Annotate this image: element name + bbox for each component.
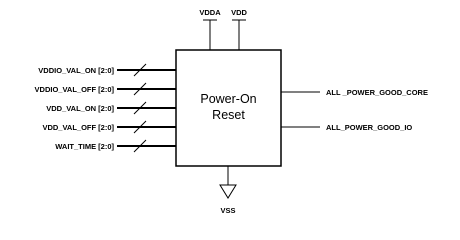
input-label: VDDIO_VAL_ON [2:0] bbox=[38, 66, 114, 75]
input-bus-1: VDDIO_VAL_ON [2:0] bbox=[38, 63, 176, 77]
bus-width-slash bbox=[133, 120, 147, 134]
input-bus-5: WAIT_TIME [2:0] bbox=[55, 139, 176, 153]
output-power-good-io: ALL_POWER_GOOD_IO bbox=[281, 123, 412, 132]
input-bus-2: VDDIO_VAL_OFF [2:0] bbox=[35, 82, 176, 96]
power-on-reset-block bbox=[175, 49, 282, 167]
bus-width-slash bbox=[133, 82, 147, 96]
supply-vdd-label: VDD bbox=[231, 8, 247, 17]
input-label: WAIT_TIME [2:0] bbox=[55, 142, 114, 151]
block-title-line2: Reset bbox=[212, 108, 245, 122]
por-block-diagram: Power-On Reset VDDA VDD VSS VDDIO_VAL_ON… bbox=[35, 8, 428, 215]
bus-width-slash bbox=[133, 139, 147, 153]
output-label: ALL _POWER_GOOD_CORE bbox=[326, 88, 428, 97]
block-title-line1: Power-On bbox=[200, 92, 256, 106]
input-bus-4: VDD_VAL_OFF [2:0] bbox=[42, 120, 176, 134]
input-label: VDDIO_VAL_OFF [2:0] bbox=[35, 85, 115, 94]
output-power-good-core: ALL _POWER_GOOD_CORE bbox=[281, 88, 428, 97]
ground-symbol bbox=[219, 184, 237, 199]
input-bus-3: VDD_VAL_ON [2:0] bbox=[46, 101, 176, 115]
input-label: VDD_VAL_ON [2:0] bbox=[46, 104, 114, 113]
bus-width-slash bbox=[133, 63, 147, 77]
output-label: ALL_POWER_GOOD_IO bbox=[326, 123, 412, 132]
supply-vdda-label: VDDA bbox=[199, 8, 221, 17]
bus-width-slash bbox=[133, 101, 147, 115]
input-label: VDD_VAL_OFF [2:0] bbox=[42, 123, 114, 132]
supply-vss-label: VSS bbox=[220, 206, 235, 215]
